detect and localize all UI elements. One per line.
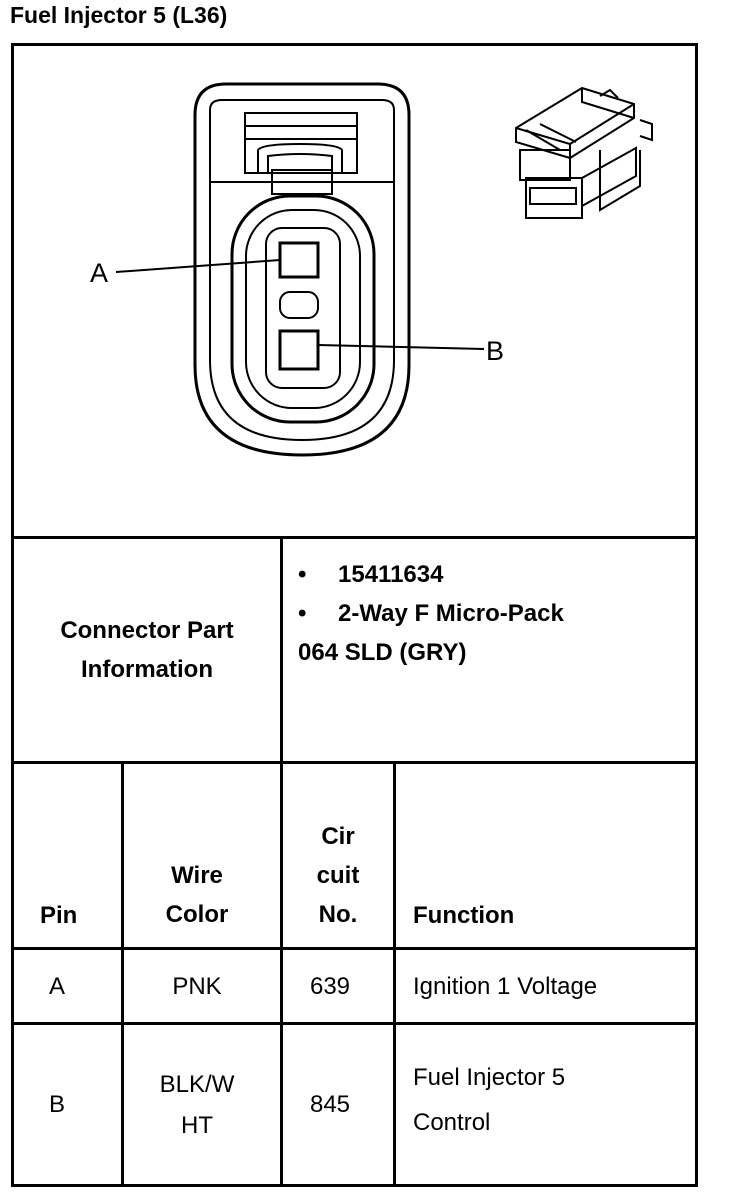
table-right-border bbox=[695, 43, 698, 1187]
info-col-divider bbox=[280, 536, 283, 1187]
connector-face-diagram: A B bbox=[90, 82, 653, 457]
pin-b-callout: B bbox=[486, 336, 504, 366]
header-row-divider bbox=[11, 947, 698, 950]
table-row-a-wire: PNK bbox=[172, 972, 222, 1000]
table-top-border bbox=[11, 43, 698, 46]
header-wire-line2: Color bbox=[165, 901, 229, 928]
table-row-b-function: Fuel Injector 5 Control bbox=[413, 1055, 565, 1145]
table-row-b-wire-line2: HT bbox=[181, 1111, 213, 1139]
table-row-b-wire-line1: BLK/W bbox=[159, 1070, 235, 1098]
connector-info-label: Connector Part Information bbox=[14, 539, 280, 761]
connector-series: 064 SLD (GRY) bbox=[298, 639, 467, 666]
header-wire-line1: Wire bbox=[171, 862, 223, 889]
pin-col-divider bbox=[121, 761, 124, 1187]
part-number-item: •15411634 bbox=[298, 561, 444, 588]
function-col-divider bbox=[393, 761, 396, 1187]
header-circuit-line1: Cir bbox=[321, 823, 355, 850]
connector-info-value: •15411634 •2-Way F Micro-Pack 064 SLD (G… bbox=[298, 555, 688, 672]
header-circuit: Cir cuit No. bbox=[283, 817, 393, 934]
header-pin: Pin bbox=[40, 901, 78, 929]
table-row-b-function-line2: Control bbox=[413, 1109, 491, 1136]
table-bottom-border bbox=[11, 1184, 698, 1187]
diagram-row-divider bbox=[11, 536, 698, 539]
header-circuit-line3: No. bbox=[318, 901, 358, 928]
table-row-b-circuit: 845 bbox=[309, 1091, 351, 1118]
header-circuit-line2: cuit bbox=[316, 862, 360, 889]
header-wire-color: Wire Color bbox=[124, 856, 270, 934]
row-a-divider bbox=[11, 1022, 698, 1025]
connector-description-item: •2-Way F Micro-Pack bbox=[298, 600, 564, 627]
connector-isometric-icon bbox=[515, 86, 653, 219]
table-row-a-function: Ignition 1 Voltage bbox=[413, 972, 598, 1000]
header-function: Function bbox=[413, 901, 515, 929]
table-row-b-wire: BLK/W HT bbox=[124, 1025, 270, 1184]
connector-info-label-line1: Connector Part bbox=[60, 617, 234, 644]
table-row-b-pin: B bbox=[49, 1091, 66, 1118]
part-number: 15411634 bbox=[338, 561, 444, 588]
table-row-b-function-line1: Fuel Injector 5 bbox=[413, 1064, 566, 1091]
page-title: Fuel Injector 5 (L36) bbox=[10, 2, 228, 28]
info-row-divider bbox=[11, 761, 698, 764]
connector-info-label-line2: Information bbox=[81, 656, 213, 683]
table-row-a-pin: A bbox=[49, 972, 66, 1000]
pin-a-callout: A bbox=[90, 258, 108, 288]
table-left-border bbox=[11, 43, 14, 1187]
connector-description: 2-Way F Micro-Pack bbox=[338, 600, 564, 627]
table-row-a-circuit: 639 bbox=[309, 972, 351, 1000]
